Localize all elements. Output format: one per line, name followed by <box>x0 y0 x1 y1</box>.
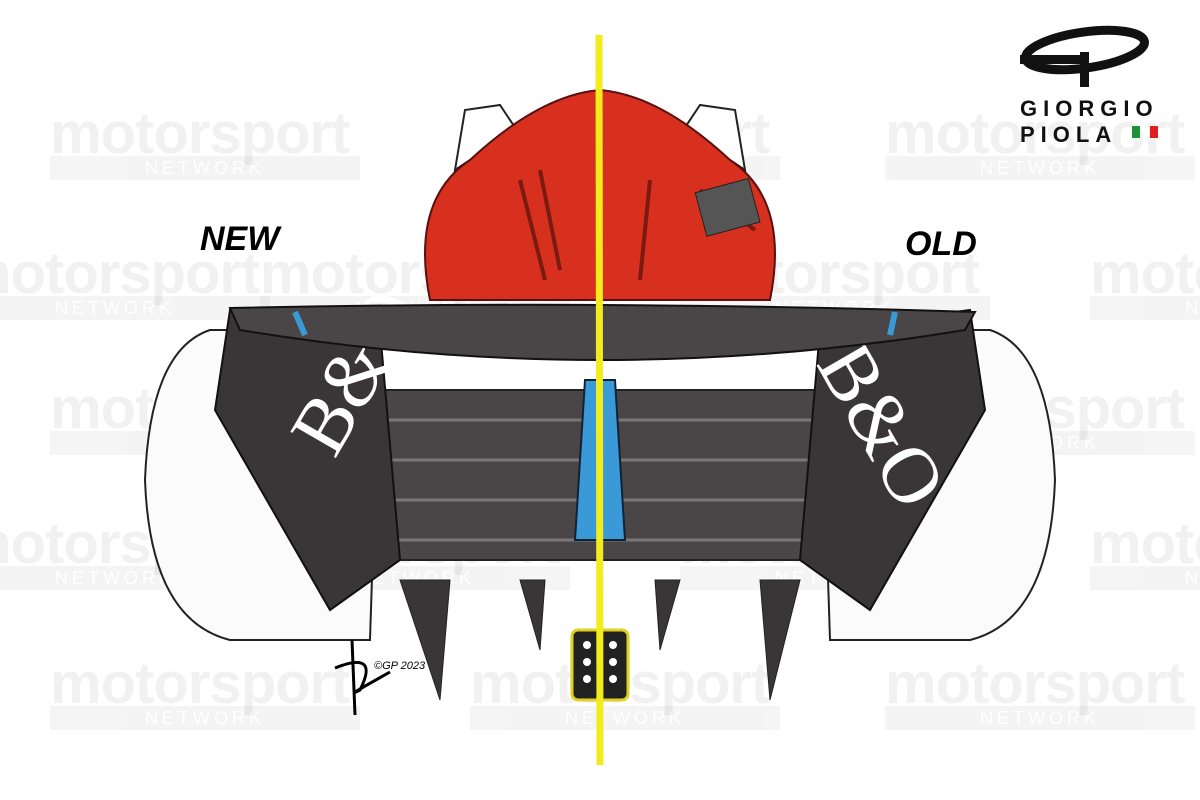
watermark-network: NETWORK <box>50 156 360 180</box>
watermark-network: NETWORK <box>885 156 1195 180</box>
signature-text: ©GP 2023 <box>374 660 426 672</box>
watermark-network: NETWORK <box>0 296 270 320</box>
artist-signature <box>334 639 391 716</box>
watermark-brand: motorsport <box>50 101 350 166</box>
watermark-brand: motorsport <box>885 651 1185 716</box>
watermark-brand: motorsport <box>50 651 350 716</box>
watermark-network: NETWORK <box>1090 296 1200 320</box>
label-new: NEW <box>200 220 280 258</box>
watermark-brand: motorsport <box>0 241 260 306</box>
watermark-network: NETWORK <box>1090 566 1200 590</box>
label-old: OLD <box>905 225 977 263</box>
watermark-network: NETWORK <box>470 706 780 730</box>
watermark-brand: motorsport <box>1090 511 1200 576</box>
logo-line2: PIOLA <box>1020 122 1118 147</box>
giorgio-piola-logo <box>1020 25 1149 87</box>
logo-line1: GIORGIO <box>1020 96 1159 121</box>
watermark-brand: motorsport <box>1090 241 1200 306</box>
watermark-network: NETWORK <box>50 706 360 730</box>
watermark-network: NETWORK <box>885 706 1195 730</box>
comparison-divider <box>595 34 604 766</box>
